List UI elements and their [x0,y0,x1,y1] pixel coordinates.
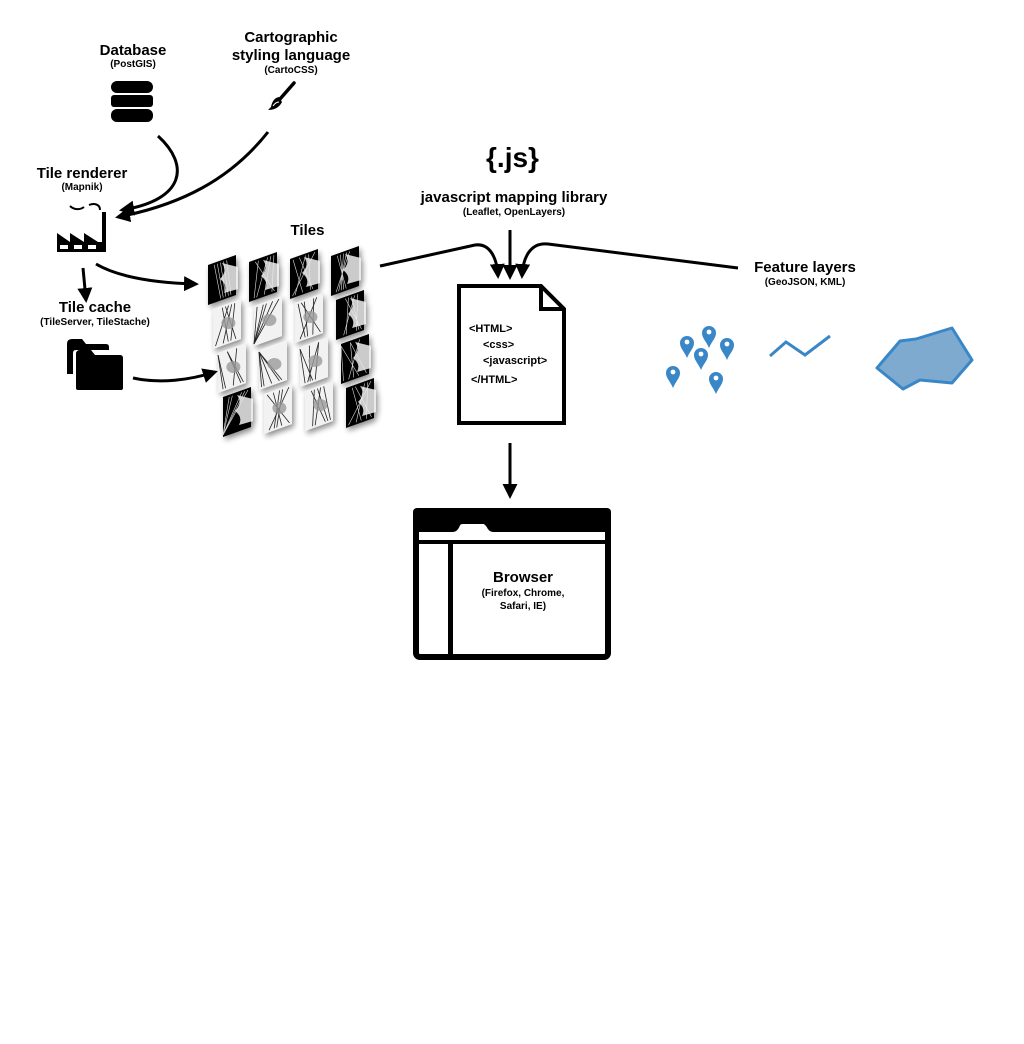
arrow-styling-to-renderer [115,131,270,223]
html-close-tag: </HTML> [471,374,518,386]
cache-subtitle: (TileServer, TileStache) [40,317,150,328]
map-tile [331,246,361,296]
styling-subtitle: (CartoCSS) [264,65,318,76]
document-icon [457,284,566,425]
map-tile [213,299,241,349]
renderer-title: Tile renderer [36,165,128,182]
database-title: Database [99,42,167,59]
map-marker-icon [666,366,680,388]
polyline-icon [769,334,831,358]
folders-icon [67,339,123,390]
browser-title: Browser [492,569,554,586]
browser-window-icon [413,508,611,660]
jslib-subtitle: (Leaflet, OpenLayers) [462,207,566,218]
map-marker-icon [709,371,723,394]
css-tag: <css> [483,339,515,351]
features-subtitle: (GeoJSON, KML) [764,277,846,288]
map-tiles-icon [208,246,376,437]
arrow-tiles-to-html [379,243,505,279]
map-tile [208,255,238,305]
database-subtitle: (PostGIS) [110,59,156,70]
map-tile [217,343,246,393]
paintbrush-icon [268,81,296,110]
cache-title: Tile cache [58,299,132,316]
tiles-title: Tiles [290,222,325,239]
feature-layer-icons [666,325,974,394]
map-marker-icon [694,348,708,370]
map-tile [258,340,287,390]
arrow-renderer-to-cache [77,267,93,303]
arrow-database-to-renderer [119,134,179,216]
javascript-tag: <javascript> [483,355,548,367]
map-tile [253,296,282,346]
map-tile [264,384,292,434]
database-icon [111,81,153,122]
styling-title-line1: Cartographic [244,29,338,46]
map-marker-icon [680,336,694,358]
map-tile [340,334,371,384]
map-marker-icon [702,325,716,348]
arrow-cache-to-tiles [132,368,218,383]
features-title: Feature layers [754,259,856,276]
map-tile [305,381,333,431]
browser-subtitle-line1: (Firefox, Chrome, [481,588,565,599]
html-open-tag: <HTML> [469,323,513,335]
browser-subtitle-line2: Safari, IE) [499,601,547,612]
factory-icon [57,203,106,252]
map-tile [346,378,376,428]
map-tile [295,293,323,343]
arrow-renderer-to-tiles [95,262,199,292]
styling-title-line2: styling language [231,47,351,64]
map-tile [336,290,366,340]
arrow-features-to-html [515,242,739,279]
js-logo: {.js} [486,142,539,173]
map-tile [299,337,328,387]
renderer-subtitle: (Mapnik) [61,182,103,193]
map-tile [290,249,320,299]
map-tile [249,252,279,302]
jslib-title: javascript mapping library [420,189,608,206]
map-tile [222,387,253,437]
polygon-icon [875,326,974,391]
map-marker-icon [720,338,734,360]
map-markers [666,325,734,394]
